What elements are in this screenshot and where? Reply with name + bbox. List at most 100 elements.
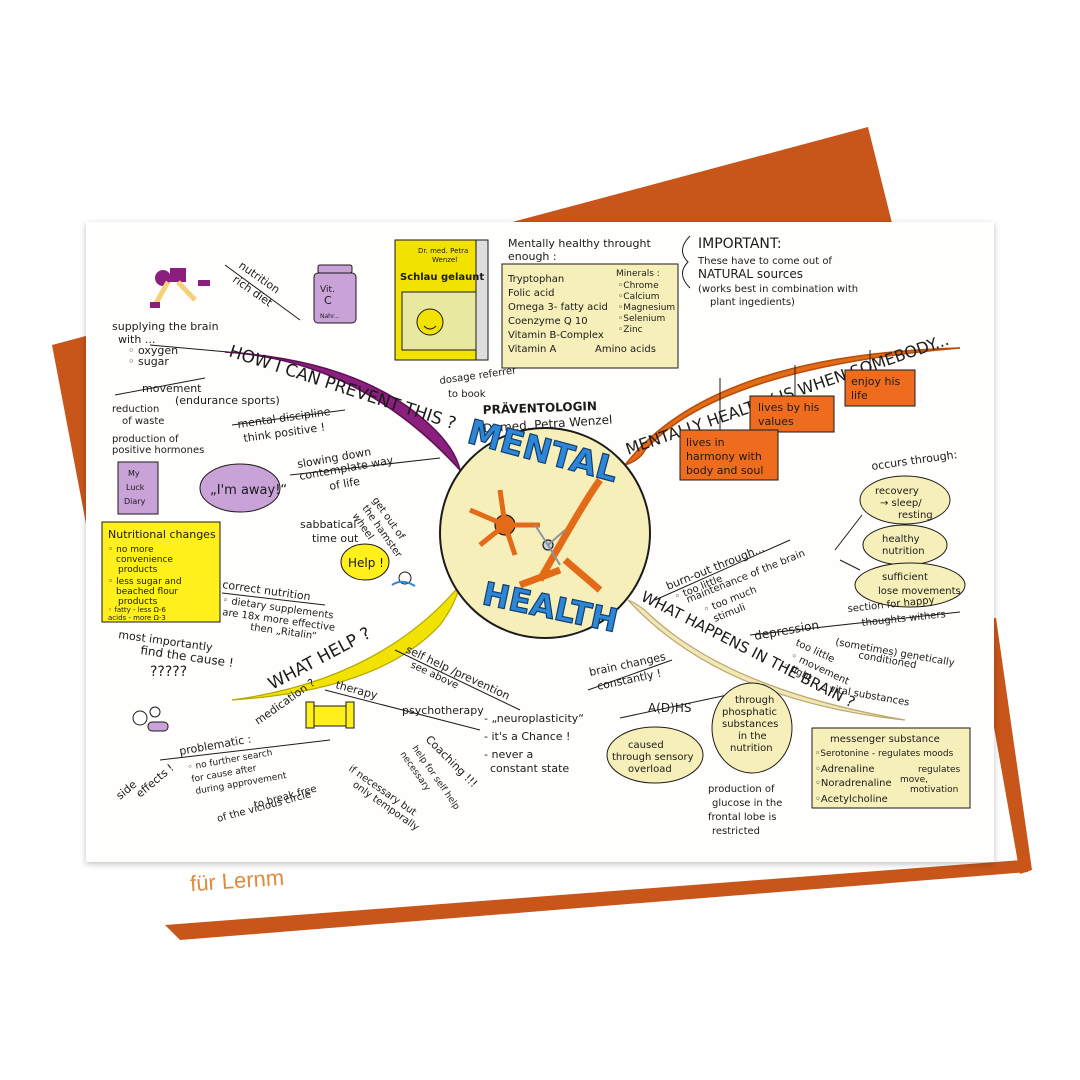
movement-label: movement [142, 382, 202, 395]
brain-adhs-text: A(D)HS [648, 701, 691, 715]
nutrients-left-0-text: Tryptophan [507, 274, 564, 285]
occurs-bubble1-1-text: → sleep/ [880, 498, 922, 509]
branch-healthy [622, 347, 961, 467]
nutrients-minerals-2-text: ◦Magnesium [618, 303, 675, 313]
messenger-serotonine-text: ◦Serotonine - regulates moods [815, 749, 954, 759]
nutrients-left-4-text: Vitamin B-Complex [508, 330, 604, 341]
nutritional_changes-title-text: Nutritional changes [108, 528, 216, 541]
nutritional_changes-items-6-text: ◦ fatty - less Ω-6 [108, 606, 166, 614]
messenger-regulates-2-text: motivation [910, 785, 958, 795]
book-cover_title-text: Schlau gelaunt [400, 272, 484, 283]
nutrients-left-3-text: Coenzyme Q 10 [508, 316, 588, 327]
occurs-bubble3-1-text: lose movements [878, 586, 961, 597]
prevent-vitamin-1-text: C [324, 294, 332, 307]
nutritional_changes-items-4-text: beached flour [116, 587, 178, 597]
help-help_bubble-text: Help ! [348, 556, 384, 570]
healthy-box-1 [844, 369, 916, 407]
reduction-1: reduction [112, 404, 159, 415]
branch-help [231, 584, 461, 701]
brain-glucose-0-text: production of [708, 784, 775, 795]
brain-sensory-1-text: through sensory [612, 752, 694, 763]
dosage-2: to book [448, 389, 486, 400]
important-lines-0-text: These have to come out of [697, 256, 832, 267]
hormones-1: production of [112, 434, 179, 445]
messenger-regulates-0-text: regulates [918, 765, 961, 775]
reduction-2: of waste [122, 416, 164, 427]
nutrients-intro-1: Mentally healthy throught [508, 237, 651, 250]
center-role: PRÄVENTOLOGIN [483, 398, 598, 417]
healthy-box3-2-text: body and soul [686, 464, 763, 477]
nutrients-intro-2: enough : [508, 250, 557, 263]
nutrients-minerals_title-text: Minerals : [616, 269, 660, 279]
nutritional_changes-items-5-text: products [118, 597, 158, 607]
help-side_effects-1-text: effects ! [134, 761, 177, 800]
brain-phosphatic-0-text: through [735, 695, 774, 706]
nutrients-box [501, 263, 679, 369]
prevent-diary-2-text: Diary [124, 497, 146, 506]
brain-sensory-0-text: caused [628, 740, 664, 751]
movement-sub: (endurance sports) [175, 394, 280, 407]
messenger-title-text: messenger substance [830, 734, 940, 745]
nutrients-minerals-1-text: ◦Calcium [618, 292, 660, 302]
healthy-box2-0-text: lives by his [758, 401, 820, 414]
im-away-text: „I'm away!“ [210, 483, 287, 498]
runner-icon [150, 268, 210, 308]
brain-depression-text: depression [753, 618, 820, 643]
occurs-bubble1-0-text: recovery [875, 486, 919, 497]
brain-phosphatic-3-text: in the [738, 731, 767, 742]
supplying-3: ◦ oxygen [128, 344, 178, 357]
im-away-bubble [199, 463, 281, 513]
brain-glucose-2-text: frontal lobe is [708, 812, 776, 823]
nutritional_changes-items-0-text: ◦ no more [108, 545, 154, 555]
nutrients-minerals-3-text: ◦Selenium [618, 314, 665, 324]
prevent-vitamin-2-text: Nahr... [320, 313, 340, 320]
book-cover_author-0-text: Dr. med. Petra [418, 247, 468, 255]
nutrients-minerals-0-text: ◦Chrome [618, 281, 659, 291]
healthy-box2-1-text: values [758, 415, 794, 428]
brain-glucose-1-text: glucose in the [712, 798, 782, 809]
messenger-regulates-1-text: move, [900, 775, 928, 785]
branch-prevent [224, 351, 462, 473]
hormones-2: positive hormones [112, 445, 204, 456]
occurs-title: occurs through: [871, 448, 958, 473]
pills-icon [132, 706, 169, 732]
mind-map-canvas: PRÄVENTOLOGIN Dr.med. Petra Wenzel MENTA… [101, 235, 971, 837]
brain-sensory-2-text: overload [628, 764, 672, 775]
nutritional_changes-items-1-text: convenience [116, 555, 173, 565]
slowing-3: of life [328, 475, 361, 493]
supplying-4: ◦ sugar [128, 355, 169, 368]
sabbatical-2: time out [312, 532, 359, 545]
occurs-bubble1-2-text: resting [898, 510, 933, 521]
couch-icon [305, 701, 355, 729]
important-title: IMPORTANT: [698, 236, 782, 252]
healthy-box3-0-text: lives in [686, 436, 725, 449]
help-coaching-0-text: Coaching !!! [423, 733, 480, 790]
sabbatical-1: sabbatical [300, 518, 356, 531]
occurs-bubble2-1-text: nutrition [882, 546, 925, 557]
prevent-vitamin-0-text: Vit. [320, 285, 335, 295]
brain-neuro-0-text: - „neuroplasticity“ [484, 712, 584, 725]
messenger-adrenaline-text: ◦Adrenaline [815, 764, 874, 775]
important-lines-1-text: NATURAL sources [698, 267, 803, 281]
messenger-acetylcholine-text: ◦Acetylcholine [815, 794, 888, 805]
occurs-bubble3-0-text: sufficient [882, 572, 928, 583]
prevent-diary-0-text: My [128, 469, 140, 478]
occurs-bubble-2 [862, 524, 948, 566]
important-lines-2-text: (works best in combination with [698, 284, 858, 295]
help-psychotherapy-text: psychotherapy [402, 704, 484, 717]
supplying-2: with ... [118, 333, 155, 346]
brain-phosphatic-1-text: phosphatic [722, 707, 777, 718]
prevent-diary-1-text: Luck [126, 483, 145, 492]
occurs-bubble2-0-text: healthy [882, 534, 920, 545]
neuron-illustration [469, 477, 603, 593]
book-cover: Dr. med. Petra Wenzel Schlau gelaunt [394, 239, 489, 361]
healthy-box3-1-text: harmony with [686, 450, 762, 463]
question-marks: ????? [150, 664, 187, 680]
supplying-1: supplying the brain [112, 320, 219, 333]
phosphatic-bubble [711, 682, 793, 774]
vitamin-jar-icon: Vit. C Nahr... [313, 264, 357, 324]
nutrients-left-5-text: Vitamin A [508, 344, 556, 355]
mind-map-card: PRÄVENTOLOGIN Dr.med. Petra Wenzel MENTA… [86, 222, 994, 862]
brain-phosphatic-2-text: substances [722, 719, 778, 730]
healthy-box-3 [679, 429, 779, 481]
